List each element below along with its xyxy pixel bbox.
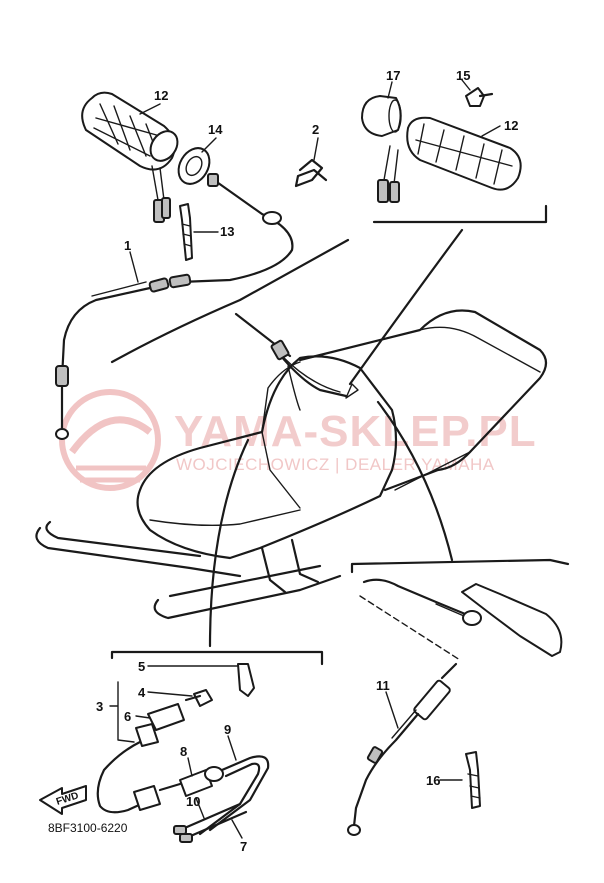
switch-assembly xyxy=(96,663,255,814)
watermark-brand: YAMA-SKLEP.PL xyxy=(174,407,537,456)
callout-11: 11 xyxy=(376,678,390,693)
callout-16: 16 xyxy=(426,773,440,788)
cable-band xyxy=(179,203,193,261)
callout-15: 15 xyxy=(456,68,470,83)
grip-left xyxy=(81,91,179,223)
callout-frames xyxy=(110,204,570,666)
callout-13: 13 xyxy=(220,224,234,239)
watermark-logo-icon xyxy=(59,389,161,491)
callout-4: 4 xyxy=(138,685,146,700)
clip-part xyxy=(294,158,328,188)
snowmobile-body xyxy=(35,309,548,620)
callout-17: 17 xyxy=(386,68,400,83)
callout-5: 5 xyxy=(138,659,145,674)
diagram-code: 8BF3100-6220 xyxy=(48,821,128,835)
callout-2: 2 xyxy=(312,122,319,137)
callout-12-right: 12 xyxy=(504,118,518,133)
callout-12-left: 12 xyxy=(154,88,168,103)
brake-lever xyxy=(359,578,563,661)
callout-1: 1 xyxy=(124,238,131,253)
watermark: YAMA-SKLEP.PL WOJCIECHOWICZ | DEALER YAM… xyxy=(59,389,537,491)
callout-6: 6 xyxy=(124,709,131,724)
handlebar-bundle xyxy=(270,339,348,411)
grip-right xyxy=(377,116,522,203)
fwd-arrow-icon: FWD xyxy=(39,785,87,815)
collar-part xyxy=(361,95,402,137)
throttle-ring xyxy=(177,147,211,185)
callout-14: 14 xyxy=(208,122,223,137)
callout-8: 8 xyxy=(180,744,187,759)
throttle-cable xyxy=(55,173,294,440)
callout-3: 3 xyxy=(96,699,103,714)
wire-harness xyxy=(158,755,270,843)
cable-band-16 xyxy=(465,751,481,809)
watermark-subtitle: WOJCIECHOWICZ | DEALER YAMAHA xyxy=(176,455,495,474)
brake-cable xyxy=(347,662,458,836)
callout-leaders xyxy=(109,79,501,839)
callout-labels: 12 14 2 13 1 17 15 12 5 4 3 6 8 9 10 7 1… xyxy=(96,68,518,854)
screw-part xyxy=(465,87,494,107)
callout-7: 7 xyxy=(240,839,247,854)
callout-9: 9 xyxy=(224,722,231,737)
callout-10: 10 xyxy=(186,794,200,809)
